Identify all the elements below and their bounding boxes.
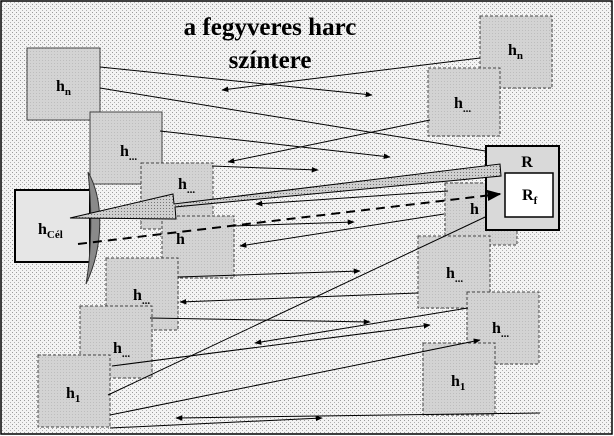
node-label: hn	[508, 42, 523, 62]
connection-arrow	[221, 57, 481, 93]
node-label: hn	[56, 78, 71, 98]
node-label: h...	[446, 265, 463, 285]
node-label: h1	[66, 385, 80, 405]
node-label: h...	[120, 143, 137, 163]
node-box	[427, 67, 501, 137]
target-label: hCél	[38, 221, 63, 241]
target-box	[14, 189, 91, 263]
dashed-detection-line	[77, 189, 502, 245]
connection-arrow	[111, 323, 431, 367]
node-box	[26, 47, 101, 121]
node-n-top-left: hn	[26, 47, 101, 121]
title-line-1: a fegyveres harc	[184, 14, 357, 41]
node-box	[37, 354, 111, 428]
node-label: h	[470, 201, 479, 218]
target-shield	[85, 171, 101, 285]
connection-arrow	[99, 66, 373, 98]
target-element: hCél	[14, 171, 101, 285]
connection-arrow	[107, 209, 501, 396]
title-line-2: színtere	[229, 47, 312, 74]
radar-inner-box	[504, 172, 554, 218]
node-label: h...	[113, 340, 130, 360]
radar-station: R Rf	[485, 145, 560, 231]
node-label: h...	[492, 320, 509, 340]
node-label: h1	[451, 373, 465, 393]
connection-arrow	[231, 219, 355, 227]
radar-inner-label: Rf	[522, 187, 538, 207]
node-label: h	[176, 231, 185, 248]
connection-arrow	[177, 268, 361, 278]
node-n-bottom-left: h1	[37, 354, 111, 428]
node-e-right-1: h...	[427, 67, 501, 137]
node-box	[422, 342, 496, 416]
connection-arrow	[179, 292, 419, 305]
connection-arrow	[254, 307, 469, 345]
connection-arrow	[227, 119, 431, 164]
connection-arrow	[149, 317, 371, 325]
connection-arrow	[159, 130, 391, 160]
radar-beam-arrow	[69, 163, 502, 220]
connection-arrow	[109, 338, 481, 416]
connection-arrow	[255, 190, 449, 207]
connection-arrow	[175, 412, 541, 421]
node-n-bottom-right: h1	[422, 342, 496, 416]
node-label: h...	[133, 287, 150, 307]
connection-arrow	[239, 213, 445, 248]
connection-arrow	[99, 87, 511, 157]
node-e-right-4: h...	[466, 291, 540, 365]
node-label: h...	[454, 95, 471, 115]
connection-arrow	[211, 165, 319, 173]
connection-arrow	[109, 415, 323, 429]
radar-outer-label: R	[521, 154, 533, 171]
node-label: h...	[178, 176, 195, 196]
